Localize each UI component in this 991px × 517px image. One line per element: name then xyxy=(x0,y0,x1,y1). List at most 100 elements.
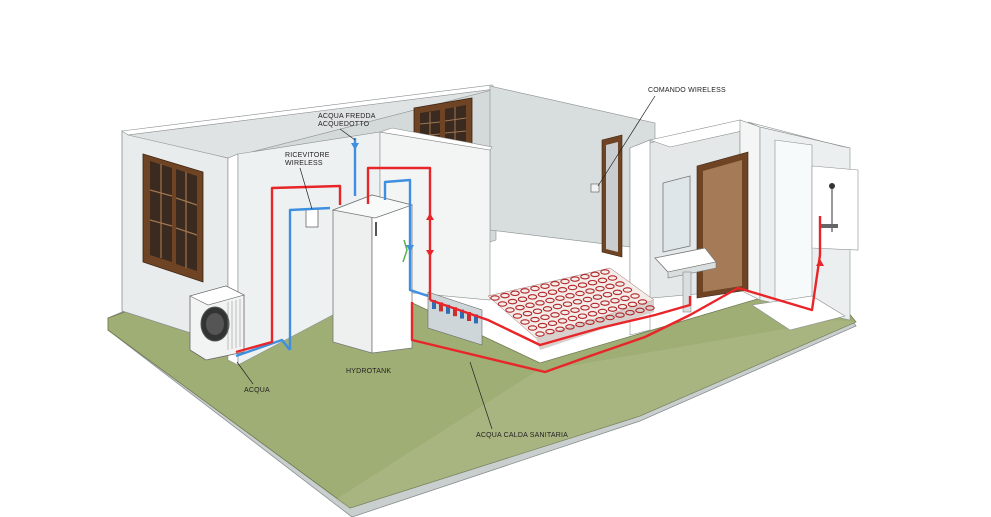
heating-coil-loop xyxy=(622,287,633,293)
heating-coil-loop xyxy=(525,302,535,309)
heating-coil-loop xyxy=(570,307,580,313)
mirror xyxy=(662,175,691,253)
label-comando-wireless: COMANDO WIRELESS xyxy=(597,87,726,187)
heating-coil-loop xyxy=(535,331,545,337)
heating-coil-loop xyxy=(597,277,608,284)
heating-coil-loop xyxy=(585,319,595,325)
heating-coil-loop xyxy=(535,300,545,306)
heating-coil-loop xyxy=(597,308,608,315)
bathroom-door xyxy=(696,151,749,299)
label-acqua-fredda-line1: ACQUA FREDDA xyxy=(318,113,376,120)
heating-coil-loop xyxy=(500,292,510,299)
heating-coil-loop xyxy=(510,290,520,297)
wireless-receiver-device xyxy=(305,208,319,228)
heating-coil-loop xyxy=(607,275,618,281)
heating-coil-loop xyxy=(497,301,508,307)
heating-coil-loop xyxy=(630,293,640,299)
heating-coil-loop xyxy=(580,305,590,311)
label-hydrotank: HYDROTANK xyxy=(346,368,391,375)
heating-coil-loop xyxy=(507,298,518,305)
hot-water-pipe-arrows xyxy=(426,213,824,266)
heating-coil-loop xyxy=(537,291,548,298)
manifold-valve xyxy=(467,312,471,321)
label-acqua-calda-sanitaria: ACQUA CALDA SANITARIA xyxy=(469,361,568,439)
heating-coil-loop xyxy=(555,295,565,301)
heating-coil-loop xyxy=(595,317,605,323)
heating-coil-loop xyxy=(547,289,558,295)
heating-coil-loop xyxy=(505,307,515,313)
heating-coil-loop xyxy=(540,283,550,289)
washbasin xyxy=(654,247,717,313)
manifold xyxy=(427,291,483,346)
heating-coil-loop xyxy=(557,287,568,293)
heating-coil-loop xyxy=(587,279,598,286)
heating-coil-loop xyxy=(575,290,585,297)
underfloor-heating-coil xyxy=(487,267,655,350)
heating-coil-loop xyxy=(520,319,530,325)
heating-coil-loop xyxy=(490,295,500,301)
label-ricevitore: RICEVITORE WIRELESS xyxy=(285,152,330,210)
heating-coil-loop xyxy=(542,306,553,312)
heating-coil-loop xyxy=(562,301,573,307)
heating-coil-loop xyxy=(615,312,625,318)
label-hydrotank-text: HYDROTANK xyxy=(346,368,391,375)
heating-coil-loop xyxy=(572,299,583,305)
heating-coil-loop xyxy=(635,307,645,314)
heating-coil-loop xyxy=(532,308,543,315)
heating-coil-loop xyxy=(587,311,598,317)
heating-coil-loop xyxy=(577,313,588,319)
label-acqua: ACQUA xyxy=(236,361,270,394)
heating-coil-loop xyxy=(522,310,533,317)
heating-coil-loop xyxy=(560,278,570,285)
cold-water-pipe-arrows xyxy=(351,143,414,252)
label-ricevitore-line1: RICEVITORE xyxy=(285,152,330,159)
heating-coil-loop xyxy=(552,303,563,310)
heating-coil-loop xyxy=(537,322,548,329)
heating-coil-loop xyxy=(545,328,555,335)
heating-coil-loop xyxy=(557,318,568,324)
heating-coil-loop xyxy=(617,303,628,310)
heating-coil-loop xyxy=(580,273,590,280)
shower xyxy=(751,139,859,331)
heating-coil-loop xyxy=(540,314,550,321)
heating-coil-loop xyxy=(612,289,623,296)
heating-coil-loop xyxy=(607,306,618,312)
heating-coil-loop xyxy=(517,296,528,303)
heating-coil-loop xyxy=(575,321,585,328)
heating-coil-loop xyxy=(515,304,525,311)
heating-coil-loop xyxy=(555,326,565,333)
heating-coil-loop xyxy=(590,302,600,309)
manifold-valve xyxy=(446,304,450,314)
heating-coil-loop xyxy=(625,309,635,316)
heating-coil-loop xyxy=(602,291,613,298)
heating-coil-loop xyxy=(627,301,638,308)
heating-coil-loop xyxy=(565,324,575,330)
heating-coil-loop xyxy=(585,288,595,294)
label-acqua-fredda: ACQUA FREDDA ACQUEDOTTO xyxy=(318,113,376,141)
manifold-valve xyxy=(439,302,443,312)
heating-coil-loop xyxy=(527,294,538,300)
heating-coil-loop xyxy=(600,269,610,275)
label-acqua-fredda-line2: ACQUEDOTTO xyxy=(318,121,370,128)
label-acqua-text: ACQUA xyxy=(244,387,270,394)
hot-water-pipes xyxy=(235,166,822,374)
heating-coil-loop xyxy=(615,281,625,287)
heating-coil-loop xyxy=(547,320,558,327)
cold-water-pipes xyxy=(235,138,429,358)
heating-coil-loop xyxy=(590,271,600,278)
label-acqua-calda-sanitaria-text: ACQUA CALDA SANITARIA xyxy=(476,432,568,439)
heating-coil-loop xyxy=(567,284,578,291)
wireless-control-device xyxy=(590,183,600,193)
heating-coil-loop xyxy=(550,312,560,318)
heating-coil-loop xyxy=(595,285,605,292)
heating-coil-loop xyxy=(620,295,630,302)
hydrotank-unit xyxy=(331,194,414,354)
back-door xyxy=(601,134,623,258)
manifold-valve xyxy=(432,300,436,309)
heating-coil-loop xyxy=(530,285,540,292)
heating-coil-loop xyxy=(605,283,615,290)
heating-coil-loop xyxy=(645,305,655,311)
label-comando-wireless-text: COMANDO WIRELESS xyxy=(648,87,726,94)
manifold-valve xyxy=(453,307,457,317)
left-window xyxy=(142,153,204,283)
